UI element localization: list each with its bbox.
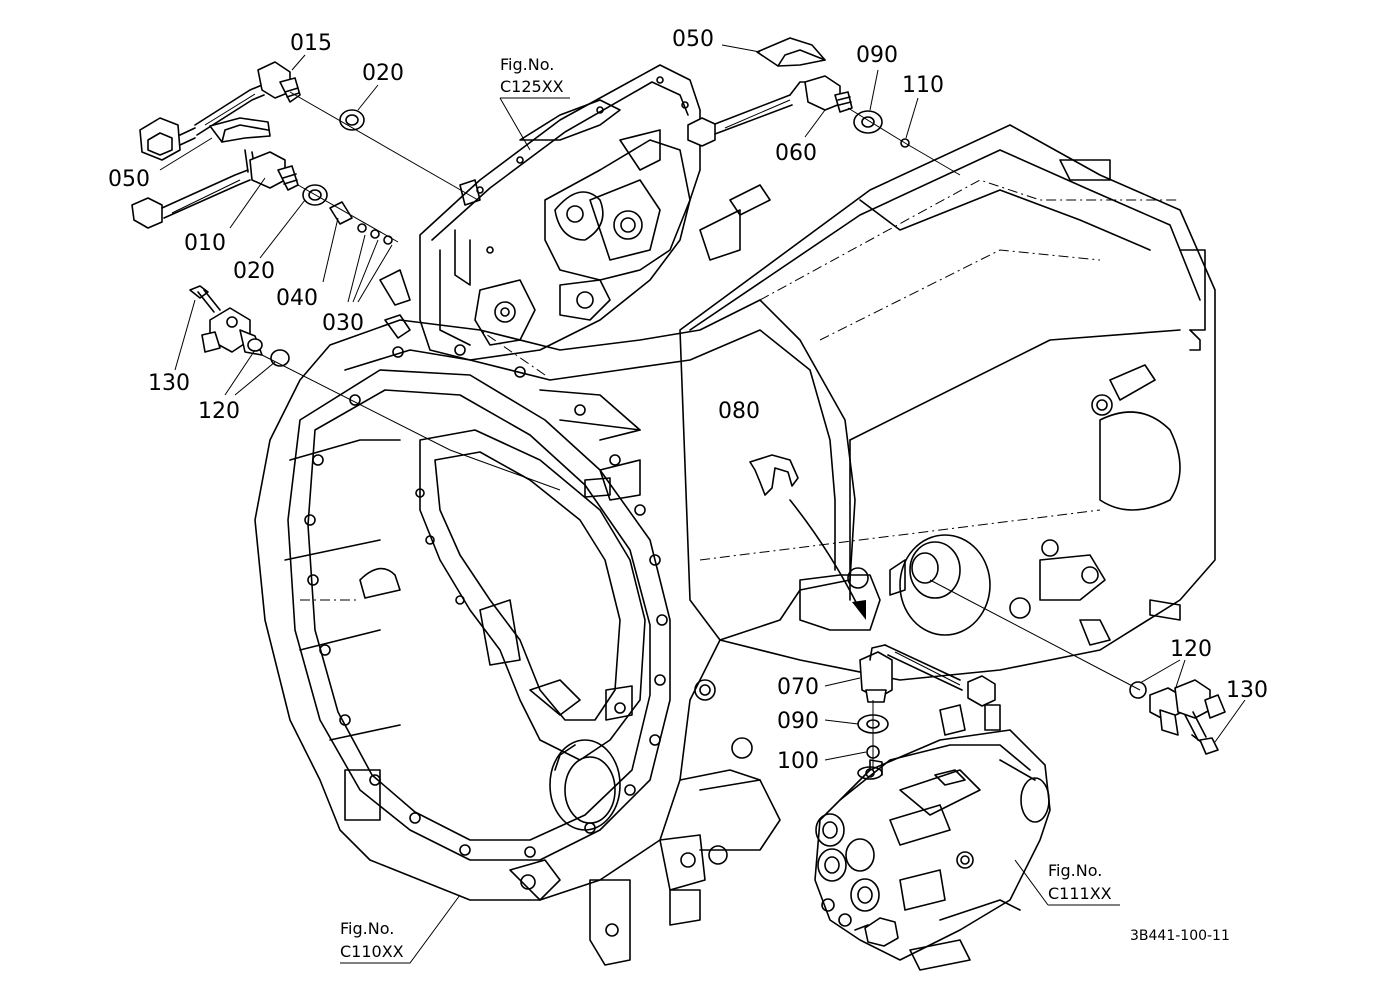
figure-references: Fig.No. C125XX Fig.No. C110XX Fig.No. C1… <box>340 55 1112 961</box>
fig-ref-c125-prefix: Fig.No. <box>500 55 554 74</box>
label-100: 100 <box>777 749 819 774</box>
fig-ref-c110-prefix: Fig.No. <box>340 919 394 938</box>
sensor-015-assembly <box>139 61 301 161</box>
top-cover-assembly <box>379 64 771 361</box>
clip-080 <box>749 454 799 496</box>
label-050-top: 050 <box>672 27 714 52</box>
label-110: 110 <box>902 73 944 98</box>
label-030: 030 <box>322 311 364 336</box>
label-020-lower: 020 <box>233 259 275 284</box>
leader-lines <box>159 44 1246 964</box>
label-015: 015 <box>290 31 332 56</box>
transmission-housing <box>254 124 1216 966</box>
fig-ref-c111-code: C111XX <box>1048 884 1112 903</box>
label-050-left: 050 <box>108 167 150 192</box>
small-parts-upper-left <box>302 109 393 245</box>
solenoid-left <box>189 285 290 367</box>
drawing-code: 3B441-100-11 <box>1130 928 1230 944</box>
label-130-right: 130 <box>1226 678 1268 703</box>
label-080: 080 <box>718 399 760 424</box>
label-060: 060 <box>775 141 817 166</box>
hose-cover-050a <box>209 117 271 143</box>
label-020-upper: 020 <box>362 61 404 86</box>
fig-ref-c111-prefix: Fig.No. <box>1048 861 1102 880</box>
part-labels: 015 020 050 010 020 040 030 130 120 050 … <box>108 27 1268 774</box>
label-090-lower: 090 <box>777 709 819 734</box>
fig-ref-c110-code: C110XX <box>340 942 404 961</box>
fig-ref-c125-code: C125XX <box>500 77 564 96</box>
hydraulic-valve-block <box>814 704 1051 971</box>
flange-bolt-holes <box>304 344 668 858</box>
sensor-010-assembly <box>131 149 299 229</box>
label-120-right: 120 <box>1170 637 1212 662</box>
label-090-top: 090 <box>856 43 898 68</box>
label-040: 040 <box>276 286 318 311</box>
label-070: 070 <box>777 675 819 700</box>
solenoid-right <box>1129 679 1226 755</box>
label-010: 010 <box>184 231 226 256</box>
label-130-left: 130 <box>148 371 190 396</box>
label-120-left: 120 <box>198 399 240 424</box>
